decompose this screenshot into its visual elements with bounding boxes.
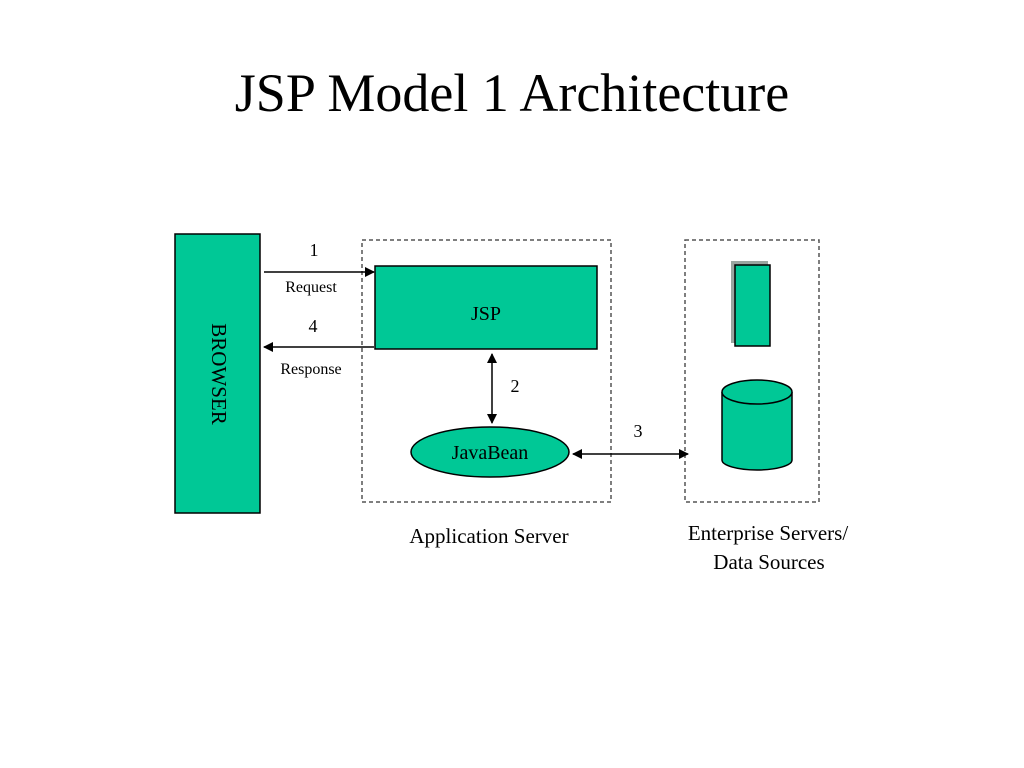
enterprise-caption-line1: Enterprise Servers/ bbox=[688, 521, 849, 545]
application-server-caption: Application Server bbox=[409, 524, 568, 548]
jsp-box bbox=[374, 265, 598, 350]
enterprise-server-icon bbox=[731, 261, 771, 347]
browser-box bbox=[174, 233, 261, 514]
javabean-node bbox=[410, 426, 570, 478]
request-label: Request bbox=[285, 279, 337, 296]
enterprise-caption-line2: Data Sources bbox=[713, 550, 824, 574]
jsp-label: JSP bbox=[471, 303, 501, 325]
step2-number: 2 bbox=[511, 376, 520, 396]
enterprise-servers-boundary bbox=[684, 239, 820, 503]
application-server-boundary bbox=[361, 239, 612, 503]
response-label: Response bbox=[280, 361, 341, 378]
javabean-label: JavaBean bbox=[452, 442, 529, 464]
browser-label: BROWSER bbox=[207, 323, 231, 425]
step1-number: 1 bbox=[310, 240, 319, 260]
step3-number: 3 bbox=[634, 421, 643, 441]
step4-number: 4 bbox=[309, 316, 318, 336]
slide-title: JSP Model 1 Architecture bbox=[234, 63, 790, 123]
database-icon bbox=[721, 379, 793, 471]
